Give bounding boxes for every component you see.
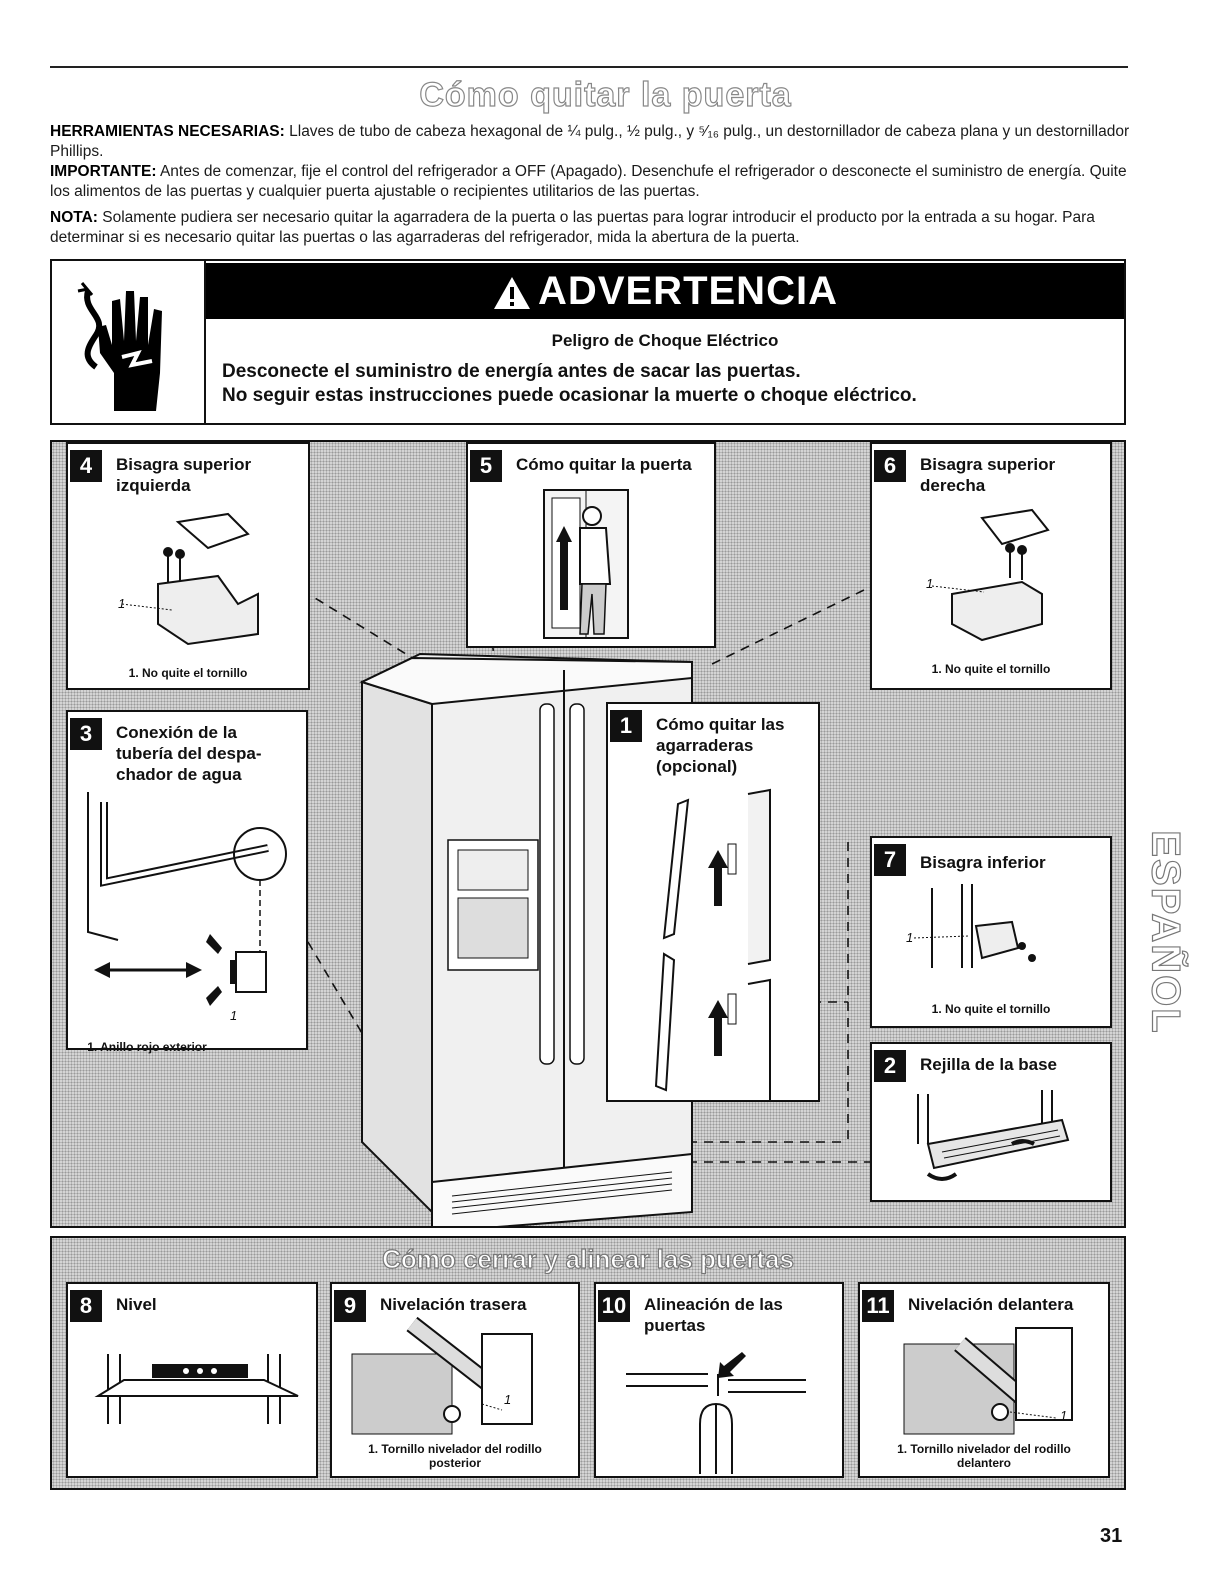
step-number-4: 4: [70, 450, 102, 482]
panel-11-callout: 1: [1060, 1408, 1068, 1423]
warning-icon-cell: [52, 261, 206, 423]
step-number-7: 7: [874, 844, 906, 876]
panel-10-title-line-1: Alineación de las: [644, 1295, 783, 1314]
panel-3-water-line: 3 Conexión de la tubería del despa- chad…: [66, 710, 308, 1054]
panel-6-title-line-1: Bisagra superior: [920, 455, 1056, 474]
door-alignment-illustration: [626, 1352, 806, 1474]
warning-subheading: Peligro de Choque Eléctrico: [551, 331, 779, 350]
tools-paragraph: HERRAMIENTAS NECESARIAS: Llaves de tubo …: [50, 122, 1130, 162]
page-title: Cómo quitar la puerta: [419, 75, 792, 114]
panel-10-title: Alineación de las puertas: [644, 1294, 783, 1336]
panel-4-caption: 1. No quite el tornillo: [128, 666, 248, 680]
panel-6-right-top-hinge: 6 Bisagra superior derecha 1 1. No quite…: [870, 442, 1112, 690]
right-hinge-illustration: [931, 508, 1050, 642]
panel-11-caption-line-2: delantero: [956, 1456, 1011, 1470]
panel-4-title-line-2: izquierda: [116, 476, 191, 495]
panel-4-callout: 1: [118, 596, 126, 611]
panel-4-title-line-1: Bisagra superior: [116, 455, 252, 474]
panel-6-caption: 1. No quite el tornillo: [931, 662, 1051, 676]
warning-line-2: No seguir estas instrucciones puede ocas…: [222, 385, 917, 406]
tools-label: HERRAMIENTAS NECESARIAS:: [50, 123, 285, 140]
level-tool-illustration: [94, 1354, 299, 1424]
panel-9-caption: 1. Tornillo nivelador del rodillo poster…: [332, 1442, 578, 1470]
warning-line-1: Desconecte el suministro de energía ante…: [222, 361, 801, 382]
language-side-tab-label: ESPAÑOL: [1143, 830, 1188, 1036]
step-number-3: 3: [70, 718, 102, 750]
panel-11-front-leveling: 11 Nivelación delantera 1 1. Tornillo ni…: [858, 1282, 1110, 1478]
panel-11-caption-line-1: 1. Tornillo nivelador del rodillo: [897, 1442, 1071, 1456]
panel-10-door-alignment: 10 Alineación de las puertas: [594, 1282, 844, 1478]
important-label: IMPORTANTE:: [50, 163, 157, 180]
panel-9-title: Nivelación trasera: [380, 1295, 527, 1314]
bottom-hinge-illustration: [913, 884, 1036, 968]
panel-6-title-line-2: derecha: [920, 476, 986, 495]
base-grille-illustration: [917, 1090, 1070, 1181]
panel-4-left-top-hinge: 4 Bisagra superior izquierda 1 1. No qui…: [66, 442, 310, 690]
step-number-2: 2: [874, 1050, 906, 1082]
important-paragraph: IMPORTANTE: Antes de comenzar, fije el c…: [50, 162, 1130, 202]
panel-3-title-line-1: Conexión de la: [116, 723, 237, 742]
note-paragraph: NOTA: Solamente pudiera ser necesario qu…: [50, 208, 1130, 248]
panel-7-title: Bisagra inferior: [920, 853, 1046, 872]
warning-heading: ADVERTENCIA: [538, 269, 838, 313]
door-removal-diagram: 4 Bisagra superior izquierda 1 1. No qui…: [50, 440, 1126, 1228]
panel-7-caption: 1. No quite el tornillo: [931, 1002, 1051, 1016]
front-roller-illustration: [903, 1327, 1073, 1435]
panel-8-title: Nivel: [116, 1295, 157, 1314]
language-side-tab: ESPAÑOL: [1140, 790, 1190, 1080]
panel-3-callout: 1: [230, 1008, 238, 1023]
step-number-9: 9: [334, 1290, 366, 1322]
panel-9-caption-line-2: posterior: [428, 1456, 481, 1470]
step-number-8: 8: [70, 1290, 102, 1322]
panel-1-title-line-2: agarraderas: [656, 736, 754, 755]
panel-11-caption: 1. Tornillo nivelador del rodillo delant…: [860, 1442, 1108, 1470]
close-align-section: Cómo cerrar y alinear las puertas 8 Nive…: [50, 1236, 1126, 1490]
important-text: Antes de comenzar, fije el control del r…: [50, 163, 1127, 200]
panel-1-title-line-1: Cómo quitar las: [656, 715, 785, 734]
note-text: Solamente pudiera ser necesario quitar l…: [50, 209, 1095, 246]
step-number-6: 6: [874, 450, 906, 482]
tools-text: Llaves de tubo de cabeza hexagonal de ¼ …: [50, 123, 1130, 160]
left-hinge-illustration: [121, 512, 259, 646]
panel-7-bottom-hinge: 7 Bisagra inferior 1 1. No quite el torn…: [870, 836, 1112, 1028]
warning-triangle-icon: [494, 277, 531, 310]
page-number: 31: [1100, 1525, 1123, 1547]
person-lifting-door-illustration: [543, 489, 629, 639]
panel-9-caption-line-1: 1. Tornillo nivelador del rodillo: [368, 1442, 542, 1456]
warning-banner: ADVERTENCIA: [206, 263, 1124, 319]
step-number-10: 10: [598, 1290, 630, 1322]
rear-roller-illustration: [351, 1316, 533, 1435]
panel-2-base-grille: 2 Rejilla de la base: [870, 1042, 1112, 1202]
panel-11-title: Nivelación delantera: [908, 1295, 1074, 1314]
panel-9-callout: 1: [504, 1392, 512, 1407]
panel-3-title-line-3: chador de agua: [116, 765, 242, 784]
panel-5-remove-door: 5 Cómo quitar la puerta: [466, 442, 716, 648]
step-number-1: 1: [610, 710, 642, 742]
panel-9-rear-leveling: 9 Nivelación trasera 1 1. Tornillo nivel…: [330, 1282, 580, 1478]
panel-1-remove-handles: 1 Cómo quitar las agarraderas (opcional): [606, 702, 820, 1102]
warning-box: ADVERTENCIA Peligro de Choque Eléctrico …: [50, 259, 1126, 425]
panel-1-title: Cómo quitar las agarraderas (opcional): [656, 714, 784, 777]
panel-6-title: Bisagra superior derecha: [920, 454, 1055, 496]
panel-2-title: Rejilla de la base: [920, 1055, 1058, 1074]
top-rule: [50, 66, 1128, 68]
panel-5-title: Cómo quitar la puerta: [516, 455, 692, 474]
panel-4-title: Bisagra superior izquierda: [116, 454, 251, 496]
step-number-11: 11: [862, 1290, 894, 1322]
panel-6-callout: 1: [926, 576, 934, 591]
panel-3-title-line-2: tubería del despa-: [116, 744, 262, 763]
handle-removal-illustration: [654, 788, 771, 1100]
close-align-title: Cómo cerrar y alinear las puertas: [381, 1243, 794, 1274]
water-line-illustration: [87, 792, 287, 1006]
panel-7-callout: 1: [906, 930, 914, 945]
note-label: NOTA:: [50, 209, 98, 226]
panel-1-title-line-3: (opcional): [656, 757, 738, 776]
step-number-5: 5: [470, 450, 502, 482]
panel-8-level: 8 Nivel: [66, 1282, 318, 1478]
electric-shock-hand-icon: [77, 282, 162, 411]
panel-3-caption: 1. Anillo rojo exterior: [87, 1040, 207, 1054]
panel-3-title: Conexión de la tubería del despa- chador…: [116, 722, 261, 785]
panel-10-title-line-2: puertas: [644, 1316, 706, 1335]
